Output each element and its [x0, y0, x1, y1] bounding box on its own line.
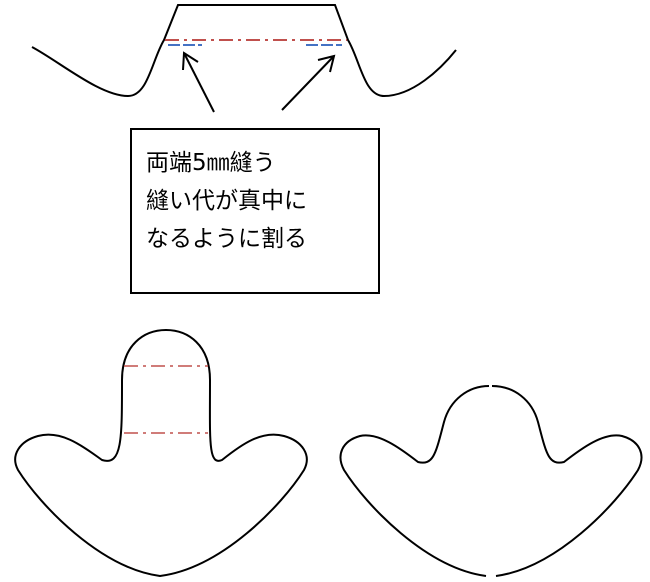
- pattern-outline-left: [14, 328, 308, 578]
- finished-outline-left-half: [339, 385, 490, 577]
- arrow-left: [182, 51, 215, 113]
- instruction-note: 両端5㎜縫う 縫い代が真中に なるように割る: [130, 128, 380, 294]
- top-piece-outline: [31, 4, 457, 98]
- finished-outline-right-half: [491, 385, 643, 577]
- arrow-right: [281, 54, 336, 111]
- top-seam-figure: [31, 4, 457, 113]
- note-line-3: なるように割る: [146, 226, 307, 252]
- pattern-piece-left: [14, 328, 308, 578]
- finished-piece-right: [339, 385, 643, 577]
- note-line-1: 両端5㎜縫う: [146, 150, 276, 176]
- note-line-2: 縫い代が真中に: [146, 188, 307, 214]
